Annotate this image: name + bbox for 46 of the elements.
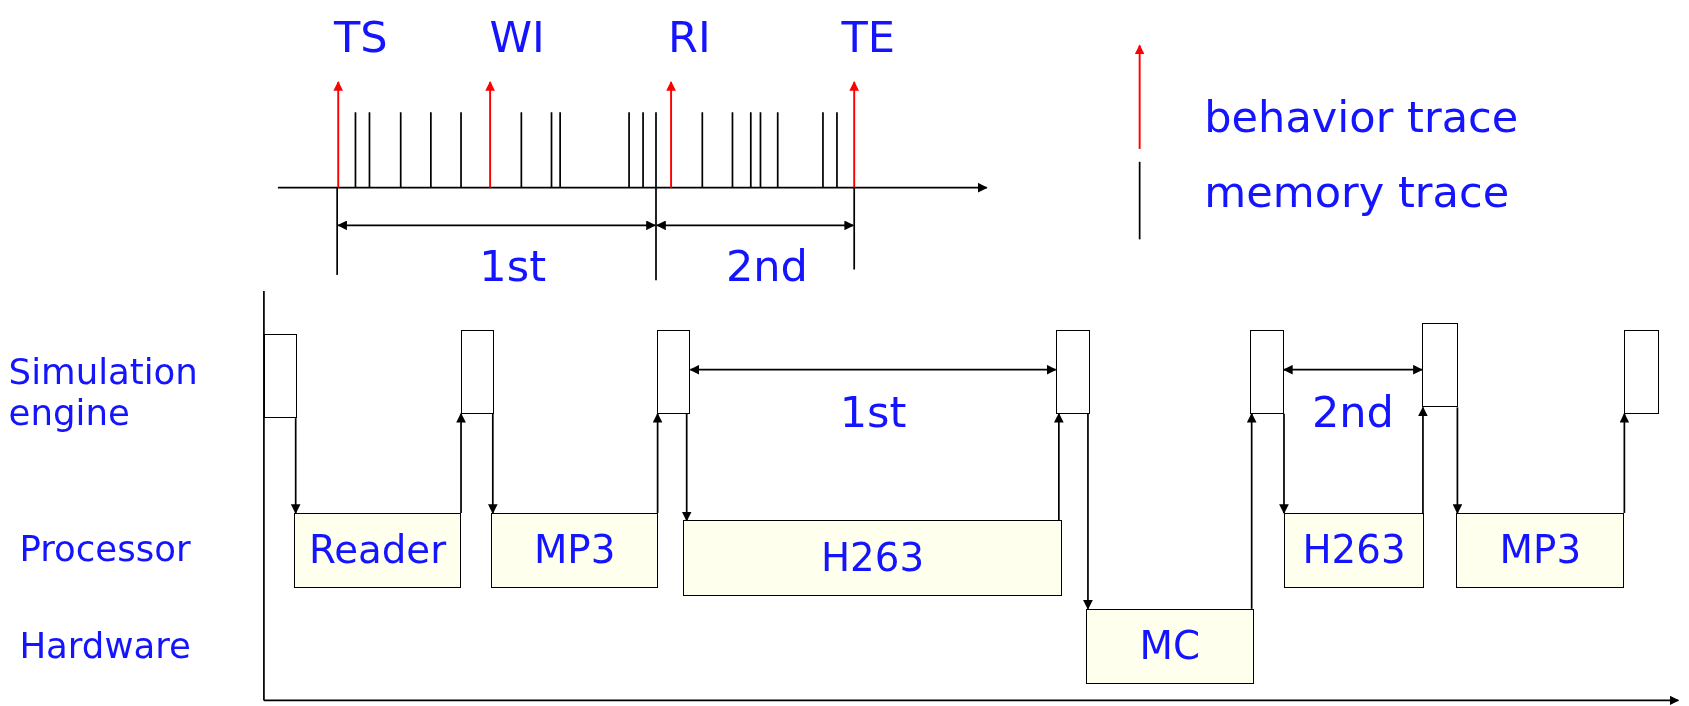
engine-box — [1624, 329, 1659, 414]
task-label: H263 — [1302, 528, 1406, 573]
task-box — [491, 512, 659, 589]
arrow — [652, 412, 663, 514]
engine-box — [1055, 329, 1091, 414]
event-label: RI — [668, 12, 711, 63]
arrow — [1418, 406, 1428, 514]
arrow — [290, 417, 301, 514]
engine-box — [1249, 329, 1284, 414]
arrow — [1279, 413, 1289, 514]
interval-label: 1st — [479, 242, 547, 292]
arrow — [1083, 413, 1093, 610]
arrow — [681, 413, 692, 522]
row-label: Hardware — [19, 625, 192, 667]
arrow — [456, 412, 466, 514]
task-label: H263 — [820, 535, 925, 581]
engine-box — [1421, 323, 1459, 408]
task-label: MC — [1139, 624, 1201, 669]
engine-box — [461, 329, 495, 414]
engine-box — [657, 329, 691, 414]
row-label: Processor — [19, 528, 192, 570]
row-label: Simulation engine — [8, 352, 199, 435]
event-label: WI — [489, 12, 545, 63]
arrow — [1619, 412, 1630, 514]
task-box — [1085, 608, 1254, 684]
arrow — [1283, 364, 1423, 375]
task-label: MP3 — [533, 528, 616, 573]
task-box — [1456, 512, 1625, 589]
arrow — [1452, 406, 1463, 514]
task-box — [1284, 512, 1424, 589]
arrow — [689, 364, 1057, 375]
task-box — [682, 520, 1063, 596]
arrow — [1246, 412, 1257, 610]
legend-label: memory trace — [1204, 168, 1510, 218]
interval-label: 2nd — [725, 242, 808, 292]
arrow — [1054, 412, 1064, 522]
edge-label: 2nd — [1311, 387, 1394, 438]
arrow — [487, 413, 498, 514]
edge-label: 1st — [839, 387, 907, 438]
event-label: TS — [334, 12, 388, 63]
event-label: TE — [841, 12, 895, 63]
task-label: Reader — [308, 528, 447, 573]
task-label: MP3 — [1499, 528, 1582, 573]
legend-label: behavior trace — [1204, 92, 1519, 143]
task-box — [294, 512, 461, 589]
engine-box — [263, 333, 298, 418]
